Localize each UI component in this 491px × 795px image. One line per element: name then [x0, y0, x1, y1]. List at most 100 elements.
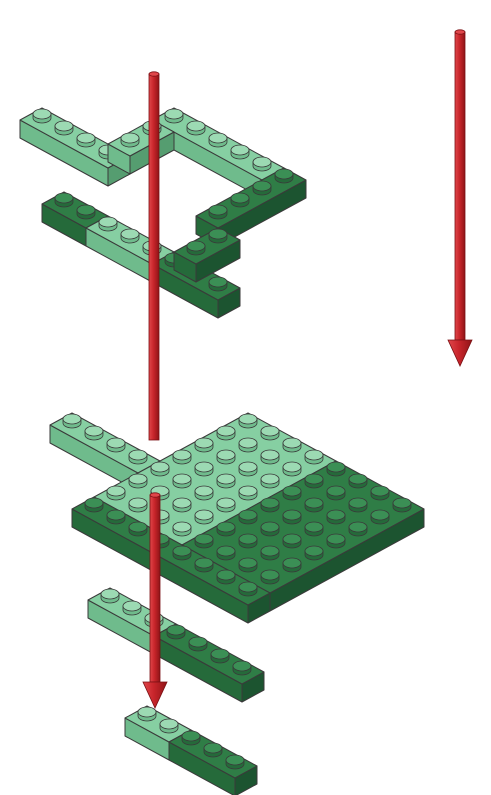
- stud: [231, 193, 249, 207]
- stud: [167, 625, 185, 639]
- stud: [217, 426, 235, 440]
- stud: [217, 546, 235, 560]
- stud: [33, 109, 51, 123]
- stud: [195, 534, 213, 548]
- stud: [283, 558, 301, 572]
- stud: [239, 438, 257, 452]
- stud: [173, 546, 191, 560]
- stud: [173, 522, 191, 536]
- stud: [209, 277, 227, 291]
- stud: [107, 510, 125, 524]
- stud: [209, 205, 227, 219]
- stud: [187, 121, 205, 135]
- stud: [239, 462, 257, 476]
- stud: [261, 546, 279, 560]
- stud: [129, 474, 147, 488]
- dark-plate-right-link: [174, 228, 240, 282]
- stud: [77, 205, 95, 219]
- stud: [107, 486, 125, 500]
- stud: [261, 498, 279, 512]
- dark-1x3-plate: [169, 730, 257, 795]
- stud: [253, 157, 271, 171]
- stud: [371, 510, 389, 524]
- dark-1x4-plate: [154, 624, 264, 702]
- stud: [129, 498, 147, 512]
- stud: [283, 510, 301, 524]
- stud: [226, 755, 244, 769]
- stud: [55, 121, 73, 135]
- stud: [217, 450, 235, 464]
- stud: [195, 510, 213, 524]
- stud: [63, 414, 81, 428]
- stud: [138, 707, 156, 721]
- stud: [217, 498, 235, 512]
- stud: [211, 649, 229, 663]
- stud: [371, 486, 389, 500]
- stud: [239, 558, 257, 572]
- stud: [327, 462, 345, 476]
- stud: [349, 498, 367, 512]
- stud: [173, 474, 191, 488]
- stud: [283, 438, 301, 452]
- stud: [173, 450, 191, 464]
- stud: [327, 534, 345, 548]
- stud: [187, 241, 205, 255]
- stud: [101, 589, 119, 603]
- stud: [261, 474, 279, 488]
- stud: [85, 498, 103, 512]
- stud: [195, 462, 213, 476]
- stud: [283, 486, 301, 500]
- stud: [85, 426, 103, 440]
- arrow-left: [149, 72, 159, 440]
- stud: [55, 193, 73, 207]
- stud: [182, 731, 200, 745]
- stud: [261, 570, 279, 584]
- stud: [283, 534, 301, 548]
- arrow-right: [448, 30, 472, 366]
- stud: [107, 438, 125, 452]
- stud: [349, 474, 367, 488]
- stud: [305, 474, 323, 488]
- stud: [121, 229, 139, 243]
- light-plate-column: [108, 120, 174, 174]
- stud: [305, 450, 323, 464]
- stud: [217, 522, 235, 536]
- stud: [217, 474, 235, 488]
- stud: [327, 510, 345, 524]
- stud: [233, 661, 251, 675]
- stud: [121, 133, 139, 147]
- stud: [209, 133, 227, 147]
- stud: [129, 522, 147, 536]
- stud: [217, 570, 235, 584]
- stud: [165, 109, 183, 123]
- stud: [393, 498, 411, 512]
- stud: [195, 558, 213, 572]
- stud: [195, 438, 213, 452]
- stud: [283, 462, 301, 476]
- stud: [123, 601, 141, 615]
- stud: [209, 229, 227, 243]
- bottom-strip-layer: [125, 706, 257, 795]
- stud: [305, 522, 323, 536]
- stud: [204, 743, 222, 757]
- stud: [261, 450, 279, 464]
- stud: [261, 426, 279, 440]
- stud: [160, 719, 178, 733]
- stud: [305, 498, 323, 512]
- stud: [189, 637, 207, 651]
- stud: [173, 498, 191, 512]
- stud: [261, 522, 279, 536]
- stud: [239, 582, 257, 596]
- top-frame-layer: [20, 108, 306, 318]
- stud: [195, 486, 213, 500]
- stud: [151, 462, 169, 476]
- stud: [275, 169, 293, 183]
- stud: [239, 414, 257, 428]
- stud: [77, 133, 95, 147]
- stud: [349, 522, 367, 536]
- stud: [253, 181, 271, 195]
- stud: [231, 145, 249, 159]
- stud: [239, 534, 257, 548]
